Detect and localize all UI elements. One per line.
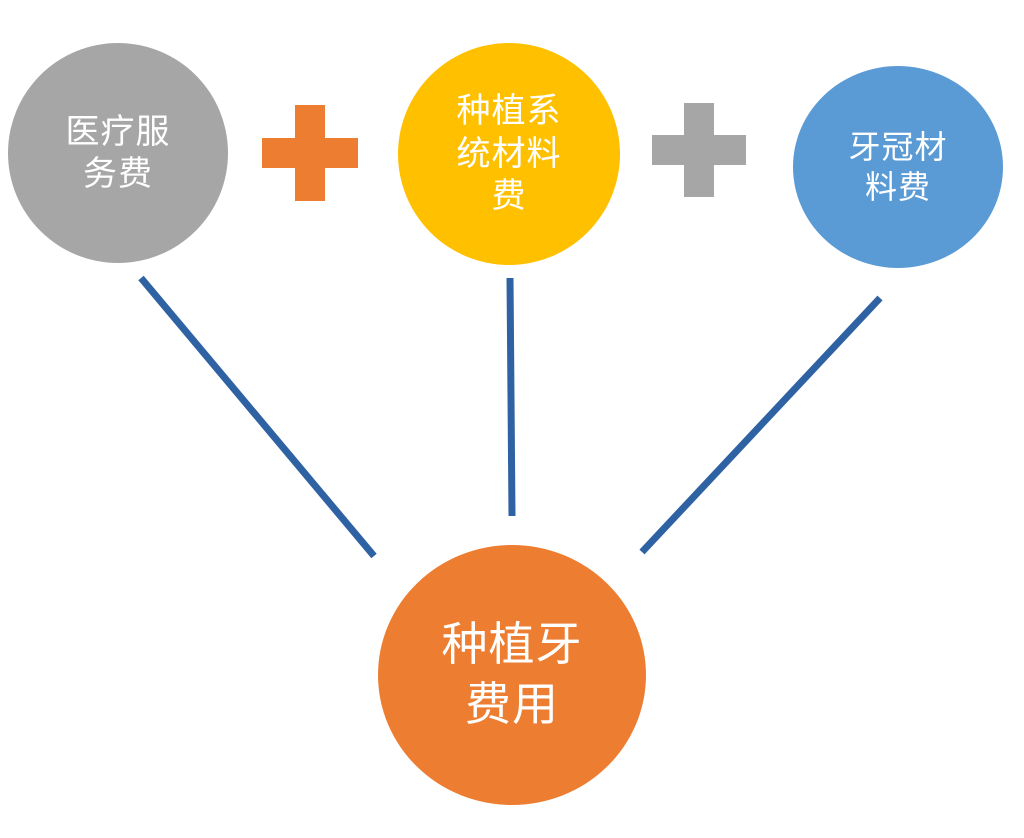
plus-icon — [262, 105, 358, 201]
medical-service-fee-label: 医疗服务费 — [65, 111, 171, 195]
medical-service-fee-node: 医疗服务费 — [8, 43, 228, 263]
implant-system-material-fee-label: 种植系统材料费 — [456, 91, 562, 217]
total-implant-cost-label: 种植牙费用 — [441, 617, 583, 731]
plus-icon-vertical-bar — [684, 103, 714, 197]
connector-line-crown — [639, 295, 883, 555]
plus-icon — [652, 103, 746, 197]
implant-system-material-fee-node: 种植系统材料费 — [398, 43, 620, 265]
crown-material-fee-label: 牙冠材料费 — [848, 128, 948, 206]
plus-icon-vertical-bar — [295, 105, 325, 201]
connector-line-implant-system — [506, 277, 516, 517]
connector-line-medical — [138, 275, 377, 559]
total-implant-cost-node: 种植牙费用 — [378, 545, 646, 805]
crown-material-fee-node: 牙冠材料费 — [793, 66, 1003, 268]
